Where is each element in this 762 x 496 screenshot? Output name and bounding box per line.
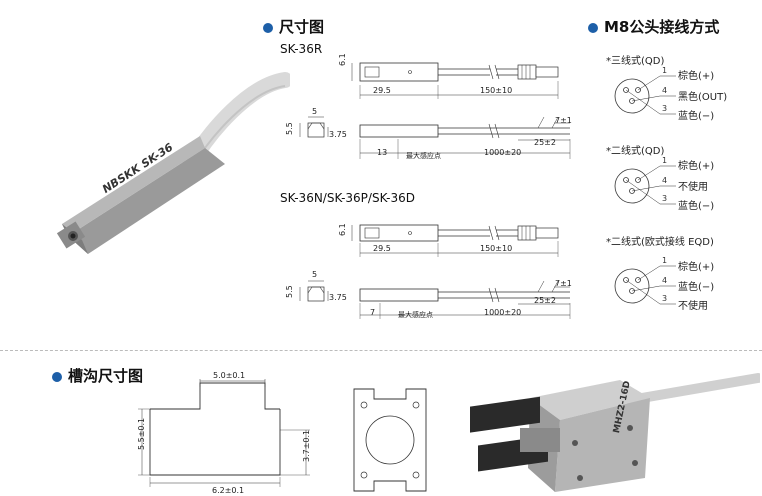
- model-sk36r: SK-36R: [280, 42, 323, 56]
- dimensions-heading: 尺寸图: [263, 16, 324, 37]
- pin-4-eqd: 4: [662, 276, 668, 285]
- groove-right-height: 3.7±0.1: [302, 429, 311, 462]
- dimension-drawing-top: [299, 62, 571, 159]
- m8-heading: M8公头接线方式: [588, 16, 719, 37]
- dim-55-bottom: 5.5: [285, 285, 294, 298]
- dim-295-top: 29.5: [373, 86, 391, 95]
- dim-7-sense-bottom: 7: [370, 308, 376, 317]
- wiring-2wire-title: *二线式(QD): [606, 146, 665, 157]
- dim-1000-top: 1000±20: [484, 148, 522, 157]
- label-3-3w: 蓝色(−): [678, 111, 715, 122]
- dim-13-top: 13: [377, 148, 388, 157]
- pin-1-eqd: 1: [662, 256, 668, 265]
- bullet-icon: [52, 371, 62, 382]
- gripper-photo: [470, 373, 760, 492]
- section-divider: [0, 350, 762, 351]
- dim-375-bottom: 3.75: [329, 293, 347, 302]
- dim-55-top: 5.5: [285, 122, 294, 135]
- label-3-eqd: 不使用: [678, 301, 708, 312]
- pin-4-2w: 4: [662, 176, 668, 185]
- gripper-outline-drawing: [353, 388, 427, 492]
- connector-icon: [614, 75, 676, 115]
- dim-1000-bottom: 1000±20: [484, 308, 522, 317]
- groove-left-height: 5.5±0.1: [137, 417, 146, 450]
- connector-icon: [614, 265, 676, 305]
- groove-profile-drawing: [138, 379, 310, 487]
- label-1-3w: 棕色(+): [678, 71, 715, 82]
- bullet-icon: [263, 22, 273, 33]
- dim-25-top: 25±2: [534, 138, 556, 147]
- pin-1-3w: 1: [662, 66, 668, 75]
- dim-375-top: 3.75: [329, 130, 347, 139]
- sensor-photo: [56, 72, 290, 254]
- pin-4-3w: 4: [662, 86, 668, 95]
- sense-point-bottom: 最大感应点: [398, 311, 433, 319]
- label-1-eqd: 棕色(+): [678, 262, 715, 273]
- dim-5-bottom: 5: [312, 270, 318, 279]
- label-4-2w: 不使用: [678, 182, 708, 193]
- model-sk36n: SK-36N/SK-36P/SK-36D: [280, 191, 416, 205]
- pin-3-2w: 3: [662, 194, 668, 203]
- wiring-3wire-title: *三线式(QD): [606, 56, 665, 67]
- dim-25-bottom: 25±2: [534, 296, 556, 305]
- dim-h61-top: 6.1: [338, 53, 347, 66]
- dim-295-bottom: 29.5: [373, 244, 391, 253]
- label-1-2w: 棕色(+): [678, 161, 715, 172]
- label-4-eqd: 蓝色(−): [678, 282, 715, 293]
- pin-3-eqd: 3: [662, 294, 668, 303]
- dim-5-top: 5: [312, 107, 318, 116]
- dim-h61-bottom: 6.1: [338, 223, 347, 236]
- label-4-3w: 黑色(OUT): [678, 92, 728, 103]
- groove-bottom-width: 6.2±0.1: [212, 486, 245, 495]
- pin-3-3w: 3: [662, 104, 668, 113]
- wiring-2wire-eqd-title: *二线式(欧式接线 EQD): [606, 237, 714, 248]
- groove-heading: 槽沟尺寸图: [52, 365, 143, 386]
- dim-150-bottom: 150±10: [480, 244, 513, 253]
- groove-top-width: 5.0±0.1: [213, 371, 246, 380]
- dim-150-top: 150±10: [480, 86, 513, 95]
- dim-7-top: 7±1: [555, 116, 572, 125]
- sense-point-top: 最大感应点: [406, 152, 441, 160]
- bullet-icon: [588, 22, 598, 33]
- connector-icon: [614, 165, 676, 205]
- label-3-2w: 蓝色(−): [678, 201, 715, 212]
- dimension-drawing-bottom: [299, 224, 571, 319]
- dim-7-bottom: 7±1: [555, 279, 572, 288]
- pin-1-2w: 1: [662, 156, 668, 165]
